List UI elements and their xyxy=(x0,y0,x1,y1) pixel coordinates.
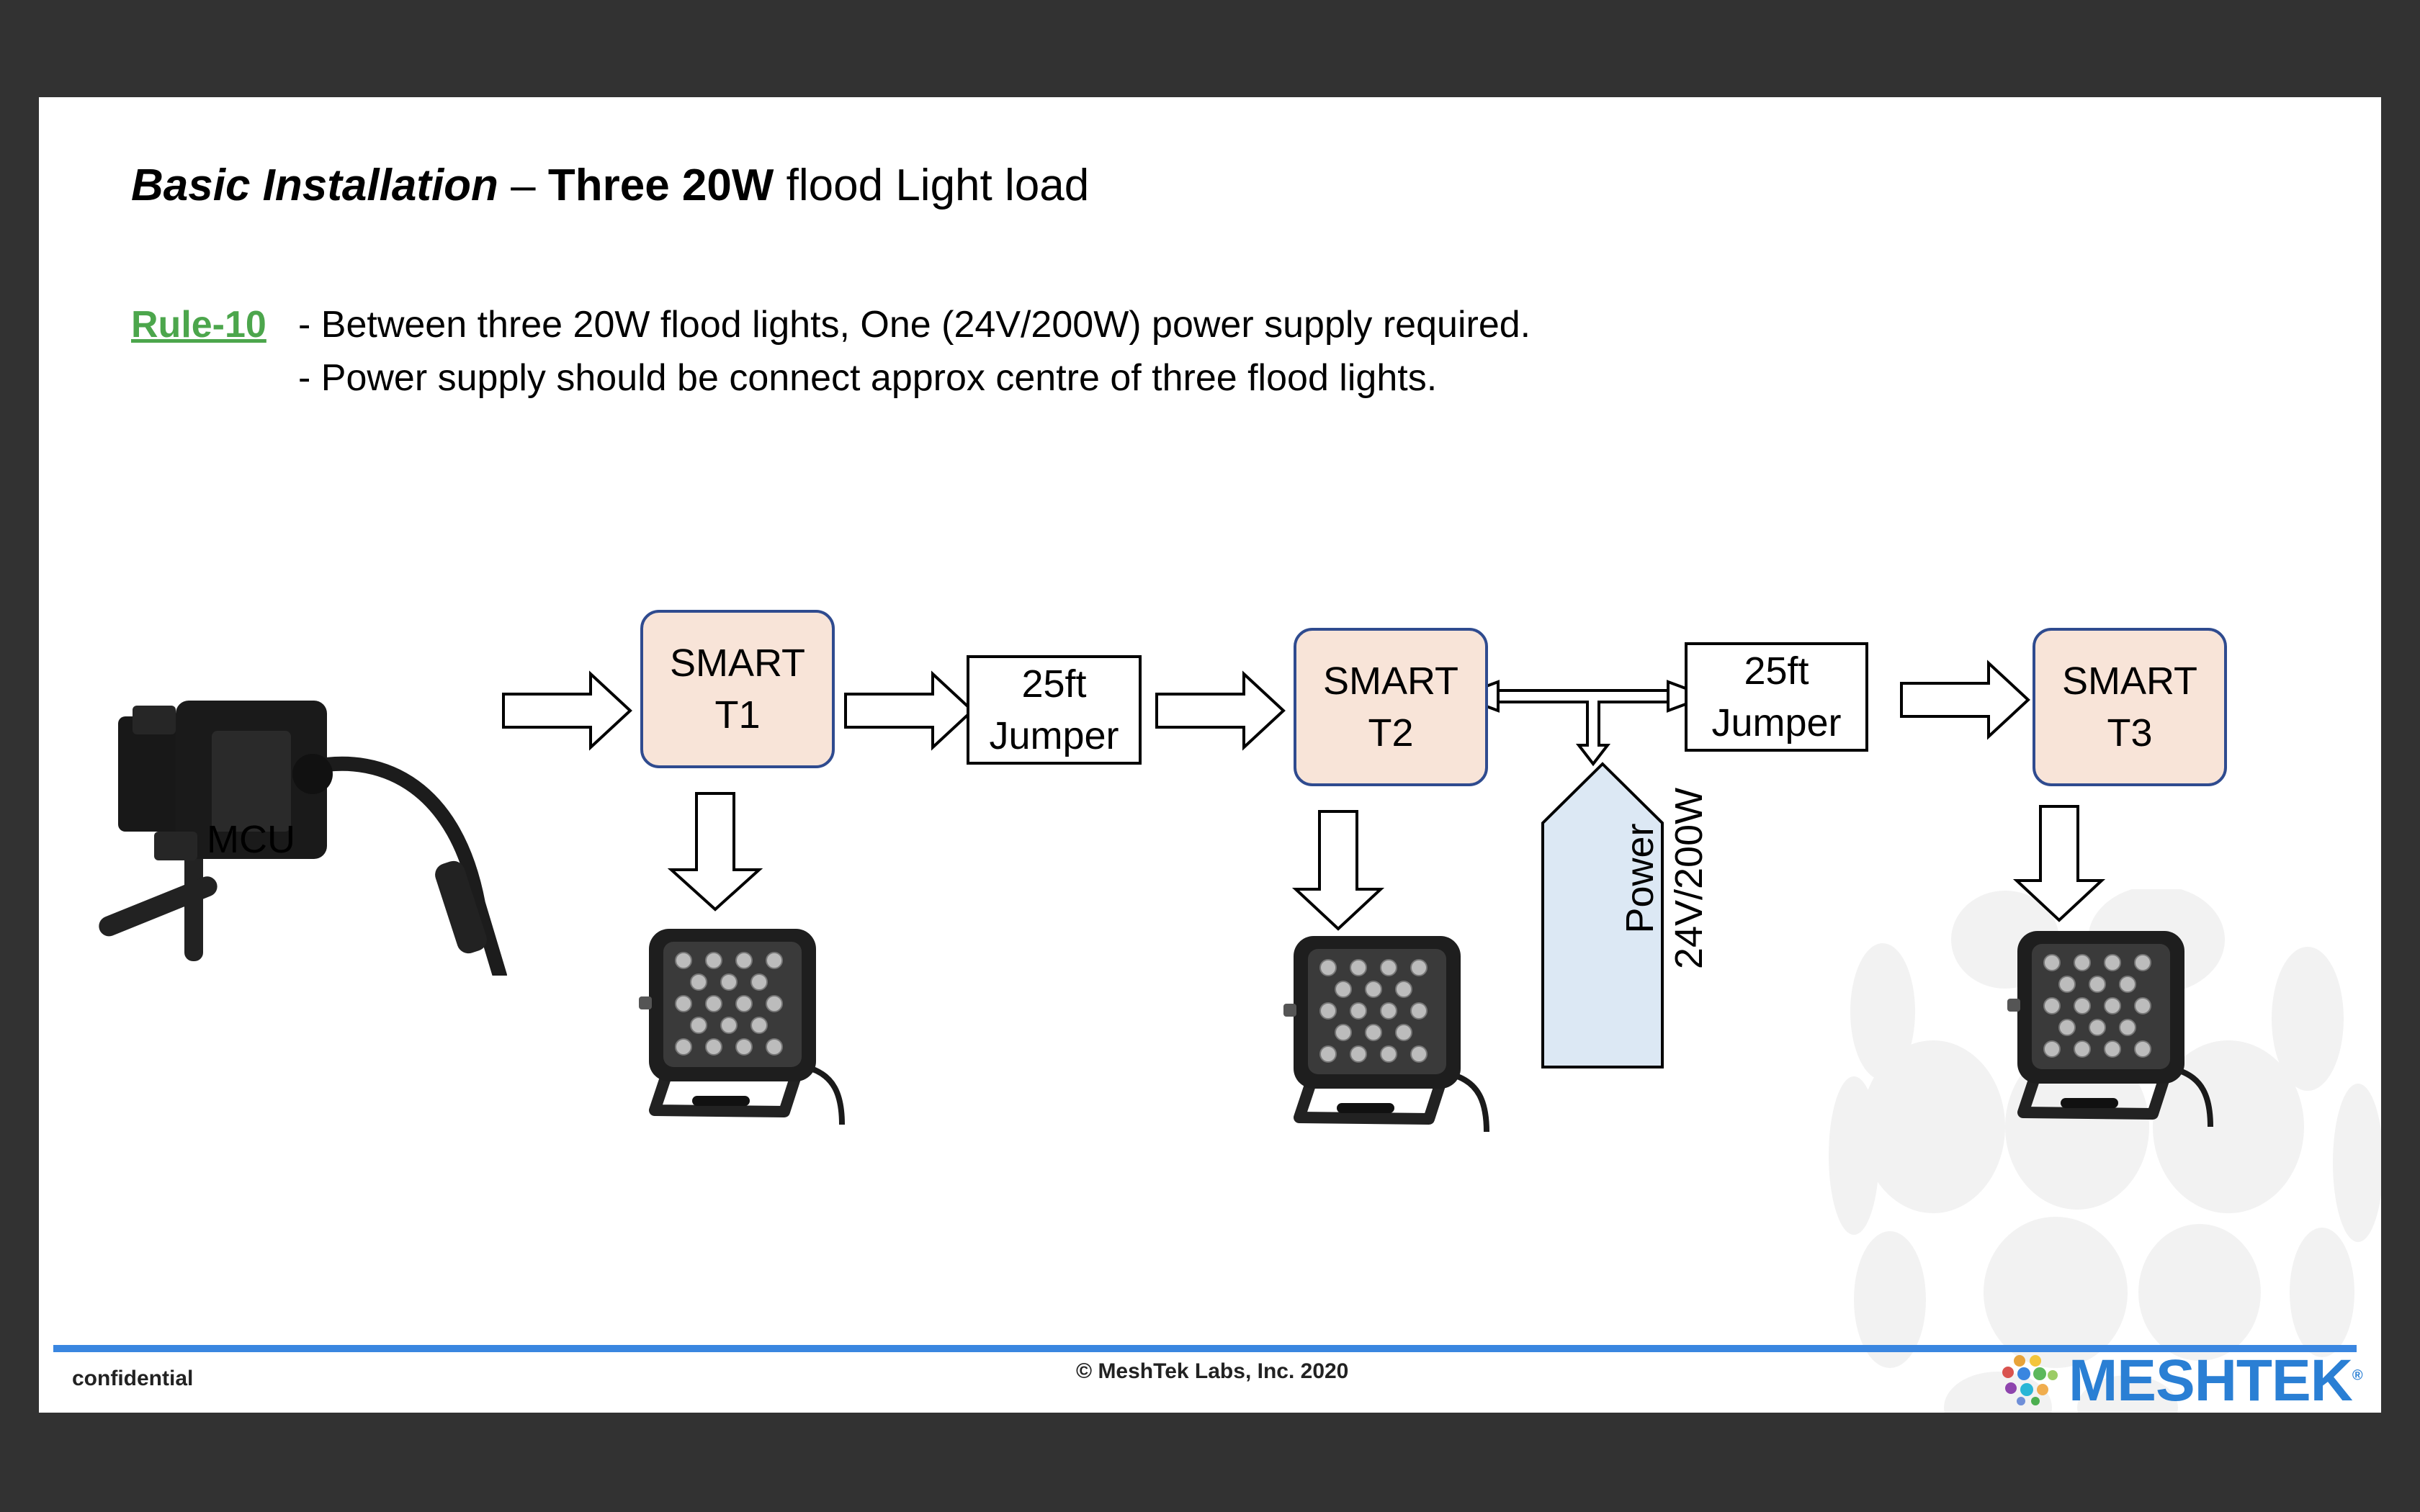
slide: Basic Installation – Three 20W flood Lig… xyxy=(39,97,2381,1413)
flood-light-3-image xyxy=(2007,931,2213,1128)
smart-t2-box: SMART T2 xyxy=(1294,628,1488,786)
arrow-t2-down xyxy=(1291,810,1385,931)
rule-text-2: - Power supply should be connect approx … xyxy=(298,357,1438,399)
meshtek-brand: MESHTEK® xyxy=(2069,1347,2363,1413)
slide-title: Basic Installation – Three 20W flood Lig… xyxy=(131,160,1089,211)
title-italic: Basic Installation xyxy=(131,161,498,210)
jumper-1-line1: 25ft xyxy=(1021,662,1087,706)
power-supply-shape xyxy=(1541,762,1664,1068)
confidential-label: confidential xyxy=(72,1367,194,1390)
arrow-jumper2-to-t3 xyxy=(1900,660,2030,740)
jumper-2-line2: Jumper xyxy=(1711,701,1842,744)
power-line1: Power xyxy=(1618,823,1662,934)
mcu-label: MCU xyxy=(207,818,295,861)
arrow-t1-to-jumper1 xyxy=(844,670,974,751)
brand-text: MESHTEK xyxy=(2069,1348,2353,1413)
smart-t2-line1: SMART xyxy=(1322,660,1459,703)
smart-t1-line1: SMART xyxy=(669,642,806,685)
arrow-t1-down xyxy=(667,792,763,912)
smart-t2-line2: T2 xyxy=(1368,711,1414,755)
rule-label: Rule-10 xyxy=(131,304,266,346)
jumper-1-line2: Jumper xyxy=(989,714,1119,757)
arrow-jumper1-to-t2 xyxy=(1155,670,1286,751)
power-connector-arrow xyxy=(1455,680,1711,767)
meshtek-logo-icon xyxy=(2002,1355,2058,1405)
copyright-text: © MeshTek Labs, Inc. 2020 xyxy=(1076,1359,1349,1383)
brand-registered: ® xyxy=(2352,1367,2363,1384)
jumper-2-box: 25ft Jumper xyxy=(1685,642,1868,752)
smart-t1-box: SMART T1 xyxy=(640,610,835,768)
arrow-mcu-to-t1 xyxy=(502,670,632,751)
title-rest: flood Light load xyxy=(774,161,1090,210)
title-dash: – xyxy=(498,161,548,210)
power-line2: 24V/200W xyxy=(1667,787,1711,970)
title-bold: Three 20W xyxy=(547,161,774,210)
smart-t3-line1: SMART xyxy=(2061,660,2198,703)
footer-divider xyxy=(53,1345,2357,1352)
flow-arrows xyxy=(502,660,2106,1068)
arrow-t3-down xyxy=(2012,805,2106,922)
smart-t3-line2: T3 xyxy=(2107,711,2153,755)
rule-line-2: - Power supply should be connect approx … xyxy=(298,356,1437,400)
smart-t1-line2: T1 xyxy=(714,693,761,737)
jumper-2-line1: 25ft xyxy=(1744,649,1809,693)
flood-light-1-image xyxy=(639,929,845,1125)
flood-light-2-image xyxy=(1283,936,1489,1133)
rule-text-1: - Between three 20W flood lights, One (2… xyxy=(298,304,1531,346)
power-supply-label: Power 24V/200W xyxy=(1610,756,1718,1001)
rule-line-1: Rule-10 - Between three 20W flood lights,… xyxy=(131,303,1531,346)
mcu-device-image xyxy=(99,701,507,976)
smart-t3-box: SMART T3 xyxy=(2033,628,2227,786)
jumper-1-box: 25ft Jumper xyxy=(967,655,1142,765)
